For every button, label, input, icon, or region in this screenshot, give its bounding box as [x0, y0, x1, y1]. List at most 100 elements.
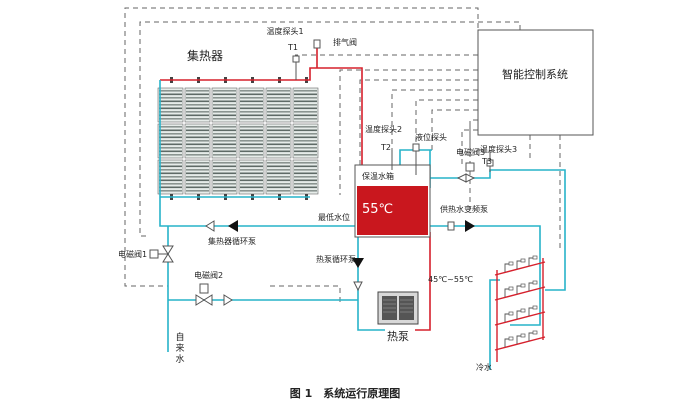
heat-pump-unit: 热泵 — [377, 291, 419, 343]
collector-tube — [213, 179, 236, 182]
collector-tube — [186, 179, 209, 182]
fixture-hot-line — [494, 286, 546, 301]
collector-tube — [213, 104, 236, 106]
collector-tube — [186, 100, 209, 103]
collector-tube — [240, 172, 263, 175]
fixture-head — [520, 258, 526, 263]
collector-tube — [186, 133, 209, 135]
collector-tube — [213, 107, 236, 110]
fixture-tap — [516, 285, 522, 294]
collector-tube — [159, 186, 182, 189]
collector-tube — [240, 147, 263, 149]
hot-supply-pipe — [315, 67, 363, 165]
collector-tube — [267, 111, 290, 113]
collector-tube — [240, 126, 263, 128]
solenoid-valve-3: 电磁阀3 — [456, 147, 485, 183]
collector-tube — [186, 136, 209, 139]
tank-label: 保温水箱 — [362, 171, 394, 181]
collector-tube — [213, 100, 236, 103]
collector-tube — [159, 93, 182, 96]
collector-tube — [294, 169, 317, 171]
collector-tube — [294, 186, 317, 189]
collector-tube — [294, 190, 317, 192]
collector-tube — [294, 147, 317, 149]
collector-tube — [186, 150, 209, 153]
collector-tube — [267, 104, 290, 106]
collector-label: 集热器 — [187, 48, 223, 63]
collector-tube — [267, 100, 290, 103]
collector-tube — [159, 133, 182, 135]
collector-tube — [267, 169, 290, 171]
fixture-tap — [516, 335, 522, 344]
collector-tube — [159, 111, 182, 113]
fixture-hot-line — [494, 311, 546, 326]
collector-tube — [294, 104, 317, 106]
collector-tube — [186, 154, 209, 156]
collector-tube — [159, 176, 182, 178]
collector-tube — [267, 97, 290, 99]
collector-tube — [240, 111, 263, 113]
collector-tube — [267, 136, 290, 139]
collector-tube — [240, 176, 263, 178]
temp-probe-3-label: 温度探头3 — [480, 144, 517, 154]
collector-tube — [294, 133, 317, 135]
collector-tube — [294, 143, 317, 146]
collector-tube — [267, 129, 290, 132]
collector-tube — [186, 165, 209, 168]
temp-probe-3: 温度探头3 T3 — [480, 144, 517, 172]
exhaust-valve-label: 排气阀 — [333, 37, 357, 47]
control-system-label: 智能控制系统 — [502, 67, 568, 81]
heat-pump-return — [415, 232, 431, 331]
collector-tube — [213, 136, 236, 139]
collector-tube — [213, 118, 236, 120]
collector-tube — [267, 107, 290, 110]
collector-tube — [186, 104, 209, 106]
collector-tube — [267, 165, 290, 168]
collector-tube — [267, 126, 290, 128]
collector-tube — [294, 118, 317, 120]
temp-range-label: 45℃~55℃ — [428, 275, 473, 284]
collector-tube — [159, 140, 182, 142]
collector-tube — [159, 97, 182, 99]
collector-tube — [267, 133, 290, 135]
collector-tube — [186, 114, 209, 117]
collector-tube — [240, 133, 263, 135]
cold-water-label: 冷水 — [476, 362, 492, 372]
collector-tube — [213, 162, 236, 164]
collector-tube — [159, 183, 182, 185]
collector-tube — [213, 93, 236, 96]
collector-tube — [186, 93, 209, 96]
collector-tube — [213, 154, 236, 156]
collector-tube — [213, 169, 236, 171]
tap-water-text: 自来水 — [175, 331, 184, 365]
temp-probe-1-label: 温度探头1 — [266, 26, 303, 36]
collector-tube — [213, 150, 236, 153]
collector-tube — [240, 114, 263, 117]
collector-tube — [294, 126, 317, 128]
collector-tube — [267, 172, 290, 175]
collector-tube — [240, 186, 263, 189]
collector-tube — [159, 136, 182, 139]
collector-tube — [267, 162, 290, 164]
collector-tube — [294, 150, 317, 153]
collector-tube — [294, 165, 317, 168]
collector-tube — [213, 97, 236, 99]
collector-tube — [240, 190, 263, 192]
collector-tube — [267, 179, 290, 182]
fixture-tap — [516, 260, 522, 269]
collector-tube — [159, 154, 182, 156]
collector-tube — [267, 183, 290, 185]
fixture-head — [508, 261, 514, 266]
tap-water-label: 自来水 — [175, 331, 184, 365]
collector-tube — [294, 97, 317, 99]
fixture-head — [508, 311, 514, 316]
fixture-tap — [528, 282, 534, 291]
collector-tube — [294, 93, 317, 96]
collector-tube — [186, 172, 209, 175]
collector-tube — [213, 176, 236, 178]
supply-pump: 供热水变频泵 — [440, 204, 488, 232]
collector-tube — [267, 154, 290, 156]
heat-pump-label: 热泵 — [387, 330, 409, 343]
collector-tube — [159, 107, 182, 110]
collector-tube — [240, 90, 263, 92]
